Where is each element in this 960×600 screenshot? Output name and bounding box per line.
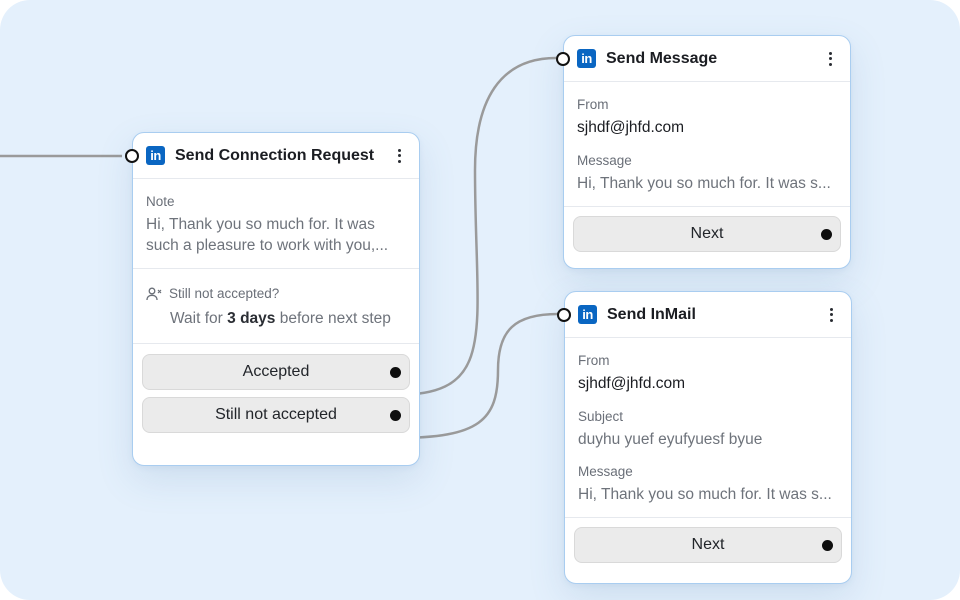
more-options-icon[interactable] xyxy=(823,305,839,325)
from-label: From xyxy=(577,97,609,112)
send-message-card[interactable]: in Send Message From sjhdf@jhfd.com Mess… xyxy=(556,35,851,269)
next-output-port[interactable] xyxy=(822,539,833,551)
card-title: Send Connection Request xyxy=(175,146,375,164)
wait-label: Still not accepted? xyxy=(169,286,280,301)
message-label: Message xyxy=(577,153,632,168)
person-remove-icon xyxy=(146,287,162,301)
send-inmail-card[interactable]: in Send InMail From sjhdf@jhfd.com Subje… xyxy=(557,291,852,584)
not-accepted-output-port[interactable] xyxy=(390,409,401,421)
more-options-icon[interactable] xyxy=(391,146,407,166)
inmail-fields: From sjhdf@jhfd.com Subject duyhu yuef e… xyxy=(565,338,851,518)
more-options-icon[interactable] xyxy=(822,49,838,69)
note-section: Note Hi, Thank you so much for. It was s… xyxy=(133,179,419,269)
linkedin-icon: in xyxy=(146,146,165,165)
card-title: Send Message xyxy=(606,49,718,67)
message-label: Message xyxy=(578,464,633,479)
next-button[interactable]: Next xyxy=(573,216,841,252)
from-label: From xyxy=(578,353,610,368)
wait-suffix: before next step xyxy=(275,310,391,327)
still-not-accepted-button[interactable]: Still not accepted xyxy=(142,397,410,433)
accepted-button[interactable]: Accepted xyxy=(142,354,410,390)
message-value: Hi, Thank you so much for. It was s... xyxy=(578,486,832,503)
from-value: sjhdf@jhfd.com xyxy=(578,375,686,392)
accepted-output-port[interactable] xyxy=(390,366,401,378)
card-header: in Send Connection Request xyxy=(125,133,419,179)
input-port[interactable] xyxy=(125,148,139,163)
message-fields: From sjhdf@jhfd.com Message Hi, Thank yo… xyxy=(564,82,850,207)
message-value: Hi, Thank you so much for. It was s... xyxy=(577,175,831,192)
next-output-port[interactable] xyxy=(821,228,832,240)
input-port[interactable] xyxy=(556,51,570,66)
linkedin-icon: in xyxy=(577,49,596,68)
from-value: sjhdf@jhfd.com xyxy=(577,119,685,136)
connection-request-card[interactable]: in Send Connection Request Note Hi, Than… xyxy=(125,132,420,466)
card-header: in Send InMail xyxy=(557,292,851,338)
wait-prefix: Wait for xyxy=(170,310,228,327)
wait-days: 3 days xyxy=(227,310,276,327)
subject-label: Subject xyxy=(578,409,624,424)
next-label: Next xyxy=(691,536,725,553)
subject-value: duyhu yuef eyufyuesf byue xyxy=(578,431,763,448)
accepted-label: Accepted xyxy=(242,363,310,380)
wait-description: Wait for 3 days before next step xyxy=(170,308,406,329)
next-label: Next xyxy=(690,225,724,242)
card-title: Send InMail xyxy=(607,305,696,323)
note-label: Note xyxy=(146,194,175,209)
wait-section: Still not accepted? Wait for 3 days befo… xyxy=(133,269,419,344)
still-not-accepted-label: Still not accepted xyxy=(215,406,337,423)
next-button[interactable]: Next xyxy=(574,527,842,563)
linkedin-icon: in xyxy=(578,305,597,324)
card-header: in Send Message xyxy=(556,36,850,82)
note-text: Hi, Thank you so much for. It was such a… xyxy=(146,216,389,254)
not-accepted-wire xyxy=(395,312,559,440)
accepted-wire xyxy=(395,56,557,397)
input-port[interactable] xyxy=(557,307,571,322)
